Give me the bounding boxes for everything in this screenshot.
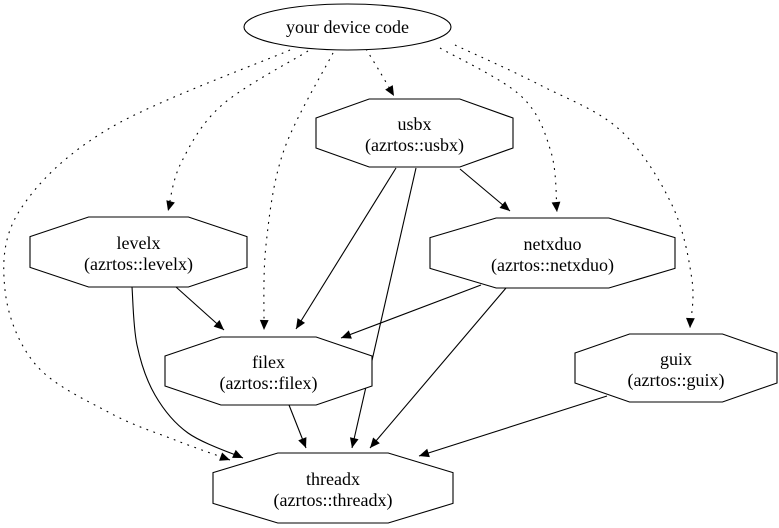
edge-levelx-threadx (131, 286, 244, 459)
edges-layer (3, 44, 695, 461)
filex-label: filex(azrtos::filex) (220, 352, 318, 394)
threadx-shape (212, 452, 454, 524)
node-usbx: usbx(azrtos::usbx) (315, 98, 514, 168)
levelx-label-line: (azrtos::levelx) (84, 254, 193, 275)
filex-label-line: filex (252, 352, 285, 372)
guix-label: guix(azrtos::guix) (628, 349, 725, 391)
levelx-label-line: levelx (117, 233, 161, 253)
node-guix: guix(azrtos::guix) (574, 333, 778, 403)
edge-levelx-filex (175, 286, 225, 331)
filex-label-line: (azrtos::filex) (220, 373, 318, 394)
edge-filex-threadx (288, 404, 307, 449)
edge-device-filex (259, 52, 334, 331)
edge-guix-threadx (418, 395, 608, 458)
threadx-label-line: (azrtos::threadx) (274, 490, 393, 511)
threadx-label-line: threadx (306, 469, 360, 489)
device-shape (243, 3, 452, 51)
edge-device-usbx (365, 48, 395, 97)
edge-device-levelx (166, 50, 309, 212)
levelx-shape (29, 216, 248, 288)
netxduo-label-line: netxduo (524, 234, 582, 254)
usbx-label-line: usbx (397, 114, 431, 134)
device-label: your device code (286, 17, 409, 37)
netxduo-shape (429, 217, 676, 289)
edge-usbx-filex (295, 167, 397, 330)
edge-usbx-threadx (349, 167, 417, 449)
node-levelx: levelx(azrtos::levelx) (29, 216, 248, 288)
guix-shape (574, 333, 778, 403)
netxduo-label-line: (azrtos::netxduo) (491, 255, 614, 276)
edge-netxduo-threadx (369, 287, 507, 449)
edge-device-threadx (3, 49, 291, 461)
usbx-label: usbx(azrtos::usbx) (365, 114, 464, 156)
node-device: your device code (243, 3, 452, 51)
edge-usbx-netxduo (459, 168, 511, 212)
node-threadx: threadx(azrtos::threadx) (212, 452, 454, 524)
usbx-label-line: (azrtos::usbx) (365, 135, 464, 156)
node-netxduo: netxduo(azrtos::netxduo) (429, 217, 676, 289)
usbx-shape (315, 98, 514, 168)
edge-netxduo-filex (340, 284, 482, 339)
device-label-line: your device code (286, 17, 409, 37)
levelx-label: levelx(azrtos::levelx) (84, 233, 193, 275)
guix-label-line: (azrtos::guix) (628, 370, 725, 391)
guix-label-line: guix (660, 349, 692, 369)
threadx-label: threadx(azrtos::threadx) (274, 469, 393, 511)
node-filex: filex(azrtos::filex) (164, 336, 373, 406)
nodes-layer: your device codeusbx(azrtos::usbx)levelx… (29, 3, 778, 524)
netxduo-label: netxduo(azrtos::netxduo) (491, 234, 614, 276)
filex-shape (164, 336, 373, 406)
